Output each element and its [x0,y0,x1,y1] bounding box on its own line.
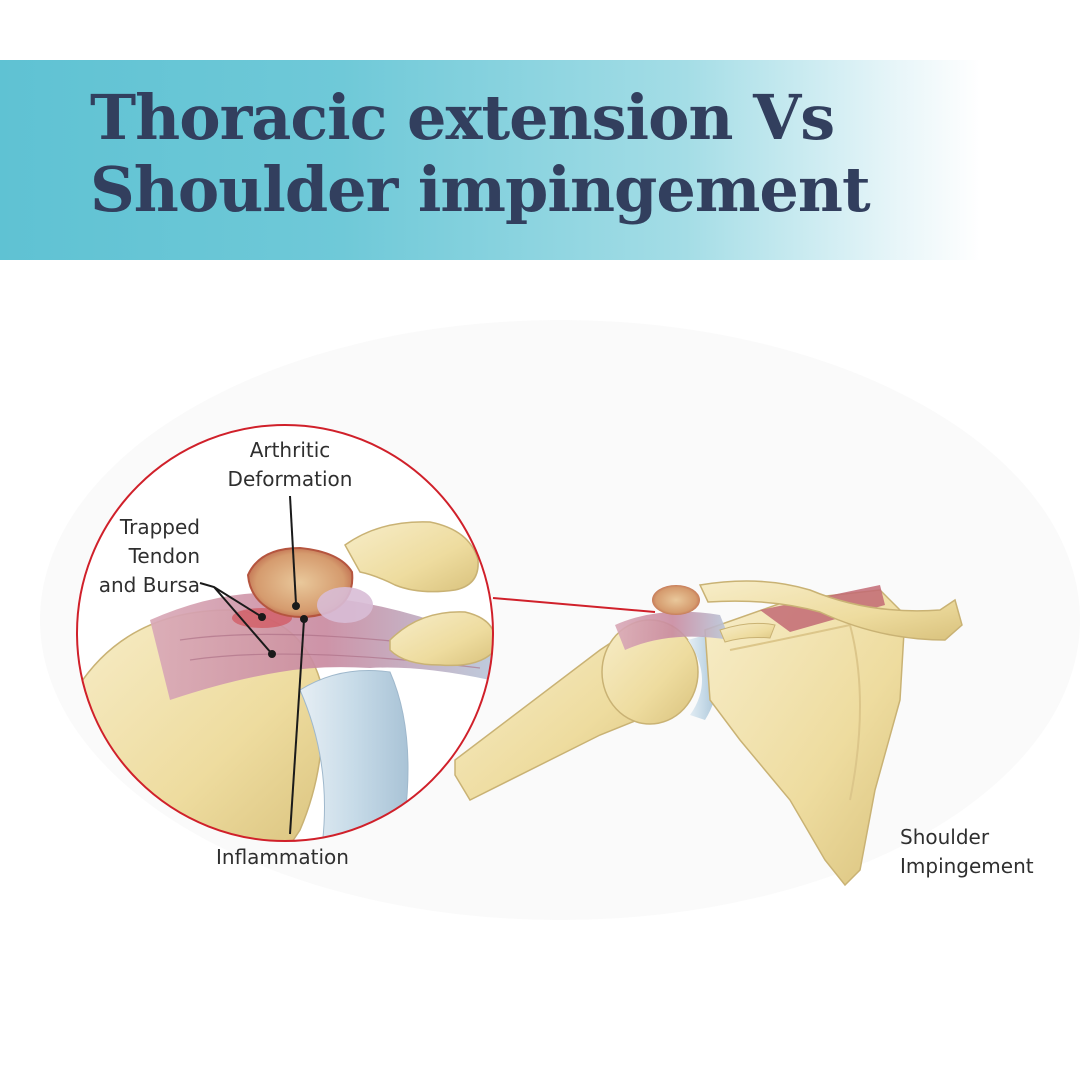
title-line-2: Shoulder impingement [90,153,871,226]
label-inflammation: Inflammation [216,845,349,869]
magnifier-circle [76,424,494,842]
leader-inflammation [289,619,305,835]
magnifier-connector-line [492,597,656,613]
leader-arthritic [289,495,297,605]
label-trapped-line-2: Tendon [128,544,200,568]
label-trapped-line-3: and Bursa [98,573,200,597]
shoulder-full-view [454,580,963,887]
label-trapped-line-1: Trapped [119,515,200,539]
label-shoulder-line-2: Impingement [900,854,1034,878]
leader-lines [199,495,308,835]
title-line-1: Thoracic extension Vs [90,81,835,154]
label-arthritic-deformation: Arthritic Deformation [190,436,390,494]
label-shoulder-impingement: Shoulder Impingement [900,823,1034,881]
joint-cartilage-magnified [299,669,409,841]
label-arthritic-line-1: Arthritic [249,438,331,462]
rotator-cuff-tendon [615,611,730,650]
title-banner: Thoracic extension Vs Shoulder impingeme… [0,60,980,260]
magnified-view [76,424,494,842]
clavicle-bone [698,580,963,641]
label-trapped-tendon: Trapped Tendon and Bursa [40,513,200,600]
bone-spur-small [652,585,700,615]
page-title: Thoracic extension Vs Shoulder impingeme… [90,81,871,226]
label-arthritic-line-2: Deformation [227,467,353,491]
leader-trapped [199,582,273,655]
label-shoulder-line-1: Shoulder [900,825,990,849]
